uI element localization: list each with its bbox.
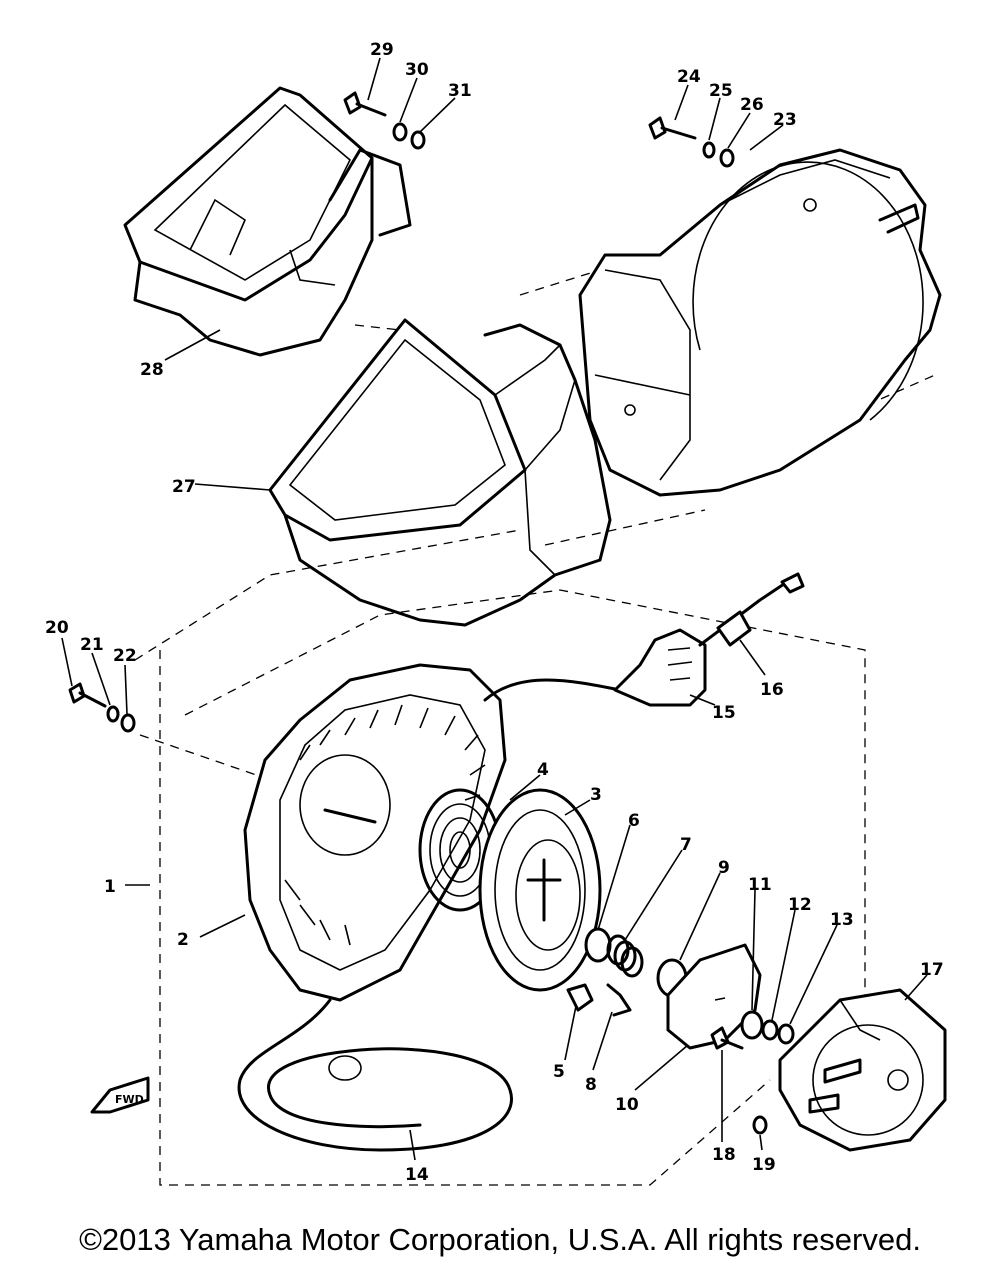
callout-labels: 1 2 3 4 5 6 7 8 9 10 11 12 13 14 15 16 1… — [45, 40, 944, 1185]
part-31-washer — [410, 130, 426, 150]
callout-4: 4 — [537, 760, 549, 780]
part-29-bolt — [343, 91, 362, 115]
part-28-air-intake-upper — [123, 86, 412, 357]
callout-20: 20 — [45, 618, 69, 638]
forward-arrow-mark: FWD — [90, 1076, 150, 1114]
callout-25: 25 — [709, 81, 733, 101]
callout-6: 6 — [628, 811, 640, 831]
callout-28: 28 — [140, 360, 164, 380]
part-2-starter-case — [243, 663, 507, 1002]
part-13-nut — [777, 1023, 795, 1045]
part-25-washer — [702, 141, 716, 159]
exploded-parts-diagram: FWD 1 2 3 — [45, 40, 947, 1186]
part-19-washer — [752, 1115, 768, 1135]
callout-17: 17 — [920, 960, 944, 980]
callout-21: 21 — [80, 635, 104, 655]
callout-19: 19 — [752, 1155, 776, 1175]
part-30-washer — [392, 122, 408, 142]
callout-10: 10 — [615, 1095, 639, 1115]
callout-3: 3 — [590, 785, 602, 805]
callout-16: 16 — [760, 680, 784, 700]
callout-5: 5 — [553, 1062, 565, 1082]
callout-11: 11 — [748, 875, 772, 895]
fasteners — [68, 91, 768, 1135]
small-parts-11-to-13 — [740, 1010, 795, 1045]
callout-23: 23 — [773, 110, 797, 130]
part-21-washer — [106, 705, 120, 723]
part-24-bolt — [648, 116, 667, 140]
callout-14: 14 — [405, 1165, 429, 1185]
part-15-handle — [483, 628, 707, 707]
callout-24: 24 — [677, 67, 701, 87]
part-22-washer — [120, 713, 136, 733]
callout-27: 27 — [172, 477, 196, 497]
callout-18: 18 — [712, 1145, 736, 1165]
callout-1: 1 — [104, 877, 116, 897]
callout-29: 29 — [370, 40, 394, 60]
callout-2: 2 — [177, 930, 189, 950]
part-3-pulley — [478, 788, 602, 992]
callout-7: 7 — [680, 835, 692, 855]
part-26-washer — [719, 148, 735, 168]
callout-leaders — [61, 57, 928, 1161]
part-23-fan-housing — [578, 148, 942, 497]
part-12-washer — [761, 1019, 779, 1041]
part-16-cable — [698, 572, 805, 647]
part-8-clip — [606, 983, 632, 1017]
callout-31: 31 — [448, 81, 472, 101]
callout-15: 15 — [712, 703, 736, 723]
callout-12: 12 — [788, 895, 812, 915]
callout-26: 26 — [740, 95, 764, 115]
arrow-mark-label: FWD — [115, 1093, 144, 1106]
callout-8: 8 — [585, 1075, 597, 1095]
copyright-notice: ©2013 Yamaha Motor Corporation, U.S.A. A… — [79, 1222, 921, 1257]
callout-30: 30 — [405, 60, 429, 80]
part-10-plate — [666, 943, 762, 1050]
callout-13: 13 — [830, 910, 854, 930]
part-17-starter-cup — [778, 988, 947, 1152]
part-7-spring — [606, 934, 644, 978]
callout-9: 9 — [718, 858, 730, 878]
part-6-washer — [584, 927, 612, 963]
part-11-washer — [740, 1010, 764, 1040]
part-5-pawl — [566, 983, 594, 1012]
part-14-rope — [237, 998, 513, 1152]
callout-22: 22 — [113, 646, 137, 666]
part-27-intake-duct — [268, 318, 612, 627]
